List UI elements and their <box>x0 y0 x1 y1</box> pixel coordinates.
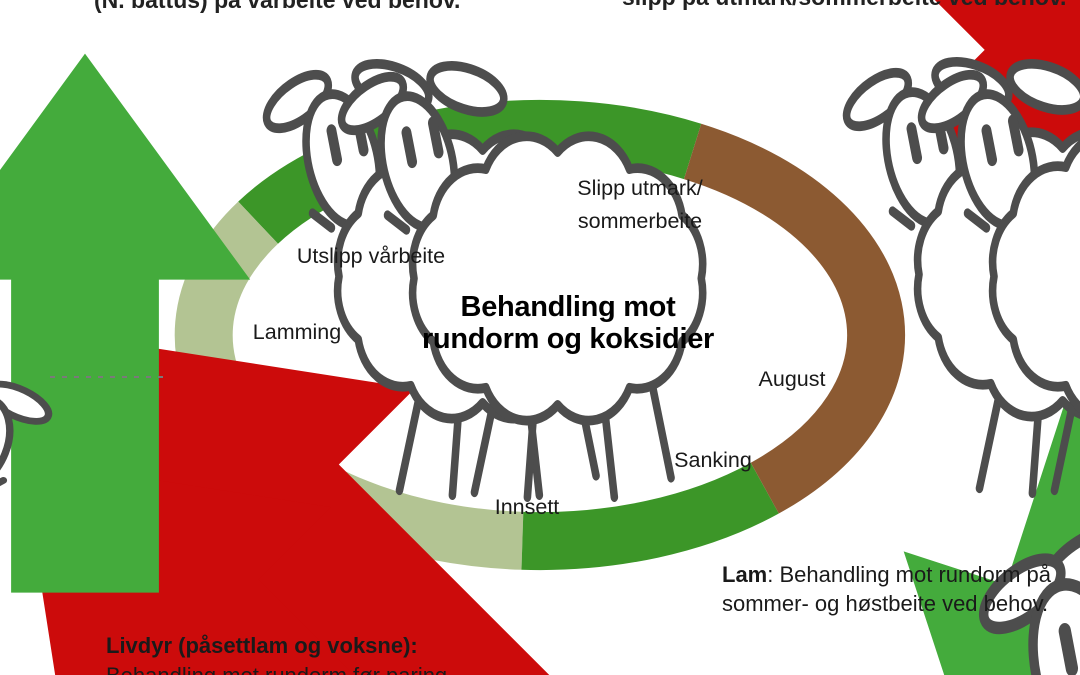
annotation-livdyr: Livdyr (påsettlam og voksne): Behandling… <box>106 631 526 675</box>
annotation-lam-autumn-text: : Behandling mot rundorm på sommer- og h… <box>722 562 1051 616</box>
label-august: August <box>758 367 826 391</box>
annotation-top-right: slipp på utmark/sommerbeite ved behov. <box>622 0 1066 9</box>
annotation-top-left: (N. battus) på vårbeite ved behov. <box>94 0 461 13</box>
ring-segment-autumn <box>521 462 779 571</box>
annotation-lam-autumn-bold: Lam <box>722 562 768 587</box>
diagram-title: Behandling mot rundorm og koksidier <box>421 291 715 355</box>
label-slipp-utmark-sommerbeite: Slipp utmark/ sommerbeite <box>577 176 703 233</box>
annotation-livdyr-bold: Livdyr (påsettlam og voksne): <box>106 633 418 658</box>
annotation-livdyr-text: Behandling mot rundorm før paring <box>106 661 526 675</box>
annotation-lam-autumn: Lam: Behandling mot rundorm på sommer- o… <box>722 560 1078 618</box>
label-sanking: Sanking <box>674 448 752 472</box>
ring-segment-summer-outfield <box>683 123 906 514</box>
label-utslipp-varbeite: Utslipp vårbeite <box>296 244 446 268</box>
label-innsett: Innsett <box>494 495 560 519</box>
label-lamming: Lamming <box>252 320 342 344</box>
